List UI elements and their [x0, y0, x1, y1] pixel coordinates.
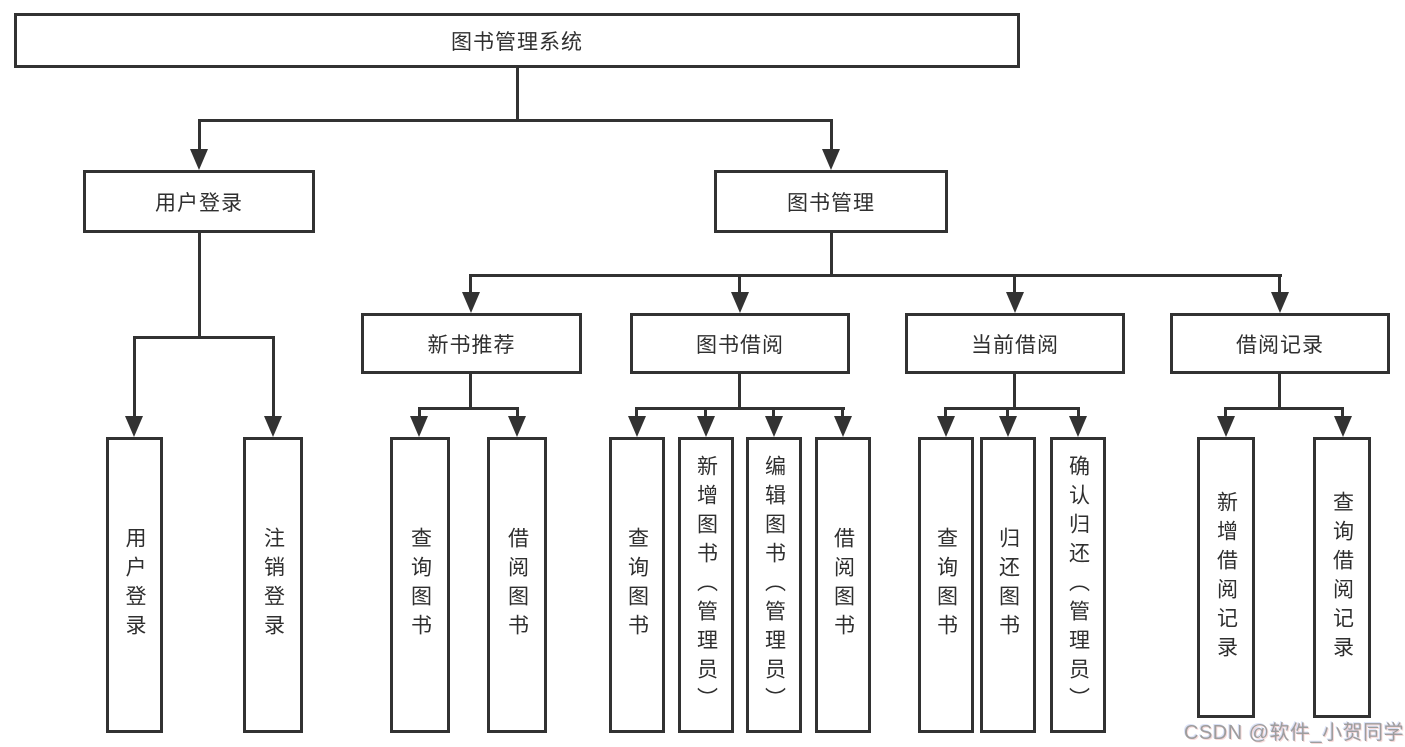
leaf-user-login: 用户登录 — [106, 437, 163, 733]
arrow-down-icon — [1069, 416, 1087, 437]
connector-line — [738, 274, 741, 296]
arrow-down-icon — [190, 149, 208, 170]
connector-line — [198, 119, 201, 151]
node-current-borrowing-label: 当前借阅 — [971, 333, 1059, 357]
connector-line — [198, 119, 833, 122]
connector-line — [1006, 407, 1009, 419]
leaf-confirm-return-admin: 确认归还（管理员） — [1050, 437, 1106, 733]
leaf-query-books-recommend-label: 查询图书 — [408, 527, 432, 643]
connector-line — [772, 407, 775, 419]
leaf-confirm-return-admin-label: 确认归还（管理员） — [1066, 454, 1090, 716]
connector-line — [516, 407, 519, 419]
node-user-login: 用户登录 — [83, 170, 315, 233]
arrow-down-icon — [462, 292, 480, 313]
leaf-query-books-recommend: 查询图书 — [390, 437, 450, 733]
leaf-return-books: 归还图书 — [980, 437, 1036, 733]
arrow-down-icon — [1006, 292, 1024, 313]
connector-line — [469, 374, 472, 410]
arrow-down-icon — [410, 416, 428, 437]
leaf-add-borrow-record-label: 新增借阅记录 — [1214, 490, 1238, 665]
node-current-borrowing: 当前借阅 — [905, 313, 1125, 374]
connector-line — [944, 407, 1080, 410]
arrow-down-icon — [1334, 416, 1352, 437]
arrow-down-icon — [1271, 292, 1289, 313]
connector-line — [704, 407, 707, 419]
connector-line — [1224, 407, 1227, 419]
leaf-borrow-books-label: 借阅图书 — [831, 527, 855, 643]
node-book-borrowing: 图书借阅 — [630, 313, 850, 374]
connector-line — [198, 233, 201, 339]
connector-line — [1013, 274, 1016, 296]
arrow-down-icon — [822, 149, 840, 170]
leaf-add-borrow-record: 新增借阅记录 — [1197, 437, 1255, 718]
connector-line — [418, 407, 421, 419]
arrow-down-icon — [1217, 416, 1235, 437]
connector-line — [1278, 274, 1281, 296]
leaf-return-books-label: 归还图书 — [996, 527, 1020, 643]
connector-line — [635, 407, 845, 410]
connector-line — [469, 274, 472, 296]
connector-line — [418, 407, 519, 410]
connector-line — [469, 274, 1282, 277]
leaf-borrow-books: 借阅图书 — [815, 437, 871, 733]
connector-line — [1013, 374, 1016, 410]
arrow-down-icon — [125, 416, 143, 437]
node-borrowing-records: 借阅记录 — [1170, 313, 1390, 374]
leaf-logout: 注销登录 — [243, 437, 303, 733]
connector-line — [1224, 407, 1344, 410]
connector-line — [133, 336, 136, 418]
arrow-down-icon — [937, 416, 955, 437]
node-new-book-recommendation-label: 新书推荐 — [427, 333, 516, 357]
leaf-query-books-borrowing-label: 查询图书 — [625, 527, 649, 643]
connector-line — [830, 119, 833, 151]
arrow-down-icon — [508, 416, 526, 437]
arrow-down-icon — [731, 292, 749, 313]
node-root: 图书管理系统 — [14, 13, 1020, 68]
leaf-add-books-admin-label: 新增图书（管理员） — [694, 454, 718, 716]
connector-line — [133, 336, 275, 339]
leaf-add-books-admin: 新增图书（管理员） — [678, 437, 734, 733]
arrow-down-icon — [999, 416, 1017, 437]
leaf-borrow-books-recommend: 借阅图书 — [487, 437, 547, 733]
connector-line — [272, 336, 275, 418]
arrow-down-icon — [765, 416, 783, 437]
connector-line — [738, 374, 741, 410]
arrow-down-icon — [264, 416, 282, 437]
node-book-management: 图书管理 — [714, 170, 948, 233]
leaf-query-books-borrowing: 查询图书 — [609, 437, 665, 733]
node-new-book-recommendation: 新书推荐 — [361, 313, 582, 374]
arrow-down-icon — [697, 416, 715, 437]
leaf-borrow-books-recommend-label: 借阅图书 — [505, 527, 529, 643]
arrow-down-icon — [628, 416, 646, 437]
node-borrowing-records-label: 借阅记录 — [1236, 333, 1324, 357]
connector-line — [944, 407, 947, 419]
connector-line — [1341, 407, 1344, 419]
node-book-borrowing-label: 图书借阅 — [696, 333, 784, 357]
leaf-edit-books-admin: 编辑图书（管理员） — [746, 437, 802, 733]
connector-line — [516, 68, 519, 122]
node-user-login-label: 用户登录 — [155, 191, 243, 215]
leaf-query-books-current: 查询图书 — [918, 437, 974, 733]
leaf-query-books-current-label: 查询图书 — [934, 527, 958, 643]
leaf-query-borrow-record-label: 查询借阅记录 — [1330, 490, 1354, 665]
leaf-user-login-label: 用户登录 — [123, 527, 146, 643]
connector-line — [1077, 407, 1080, 419]
connector-line — [830, 233, 833, 277]
watermark: CSDN @软件_小贺同学 — [1184, 722, 1405, 744]
connector-line — [841, 407, 844, 419]
connector-line — [635, 407, 638, 419]
node-book-management-label: 图书管理 — [787, 191, 875, 215]
node-root-label: 图书管理系统 — [451, 30, 583, 54]
leaf-edit-books-admin-label: 编辑图书（管理员） — [762, 454, 786, 716]
leaf-query-borrow-record: 查询借阅记录 — [1313, 437, 1371, 718]
connector-line — [1278, 374, 1281, 410]
leaf-logout-label: 注销登录 — [261, 527, 285, 643]
arrow-down-icon — [834, 416, 852, 437]
